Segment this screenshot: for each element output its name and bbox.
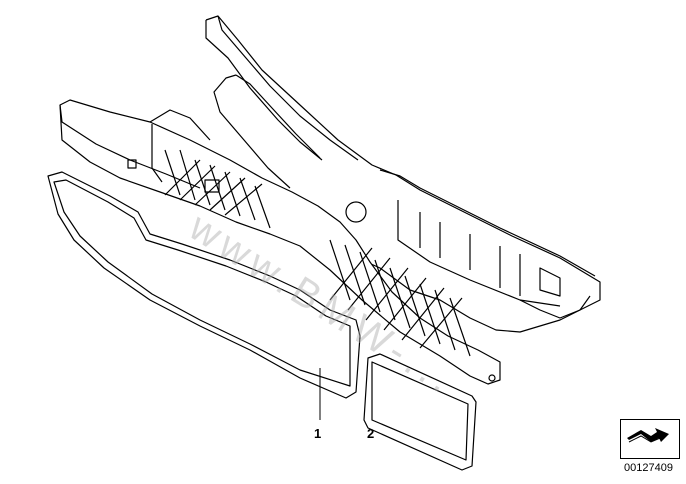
callout-label-1: 1 [314,426,322,441]
arrow-navigation-icon[interactable] [620,419,680,459]
trim-panel-1 [47,171,361,399]
console-frame [59,15,601,385]
callout-label-2: 2 [367,426,375,441]
trim-panel-2 [363,353,477,471]
diagram-id: 00127409 [624,462,673,474]
